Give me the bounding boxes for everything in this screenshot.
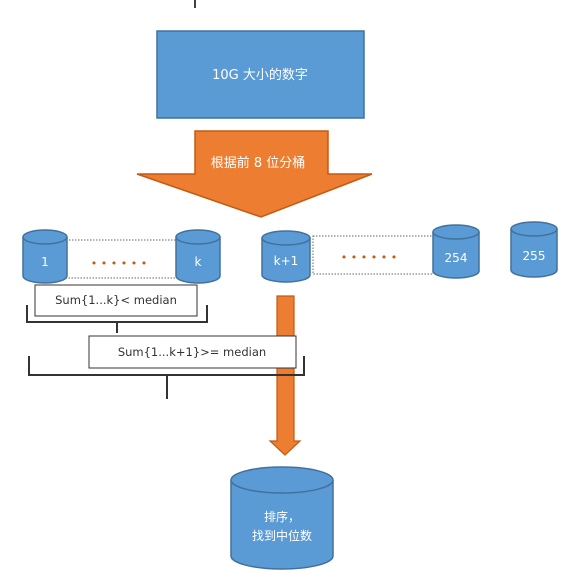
bucket-cylinder-255: 255 [510,221,558,278]
bucket-arrow: 根据前 8 位分桶 [136,130,373,218]
bucket-arrow-label: 根据前 8 位分桶 [211,155,306,171]
ellipsis-right: • • • • • • [341,251,397,264]
bucket-k-plus-1-label: k+1 [274,254,299,268]
sum-lt-box [34,284,198,317]
sum-ge-box [88,335,297,369]
result-line-2: 找到中位数 [252,528,312,543]
dotted-connector-left [65,239,179,279]
ellipsis-left: • • • • • • [91,257,147,270]
sum-ge-label: Sum{1...k+1}>= median [118,345,266,359]
source-box: 10G 大小的数字 [156,30,365,119]
bucket-254-label: 254 [445,251,468,265]
bucket-cylinder-k-plus-1: k+1 [261,230,311,283]
result-cylinder: 排序， 找到中位数 [230,466,334,570]
bucket-1-label: 1 [41,255,49,269]
bucket-255-label: 255 [523,249,546,263]
result-line-1: 排序， [264,509,300,524]
brace-large [28,356,305,399]
bucket-k-label: k [195,255,202,269]
dotted-connector-right [312,235,434,275]
source-box-label: 10G 大小的数字 [212,67,308,83]
brace-small [26,305,208,333]
bucket-cylinder-1: 1 [22,229,68,284]
bucket-cylinder-254: 254 [432,224,480,279]
sum-lt-label: Sum{1...k}< median [55,293,177,307]
bucket-cylinder-k: k [175,229,221,284]
